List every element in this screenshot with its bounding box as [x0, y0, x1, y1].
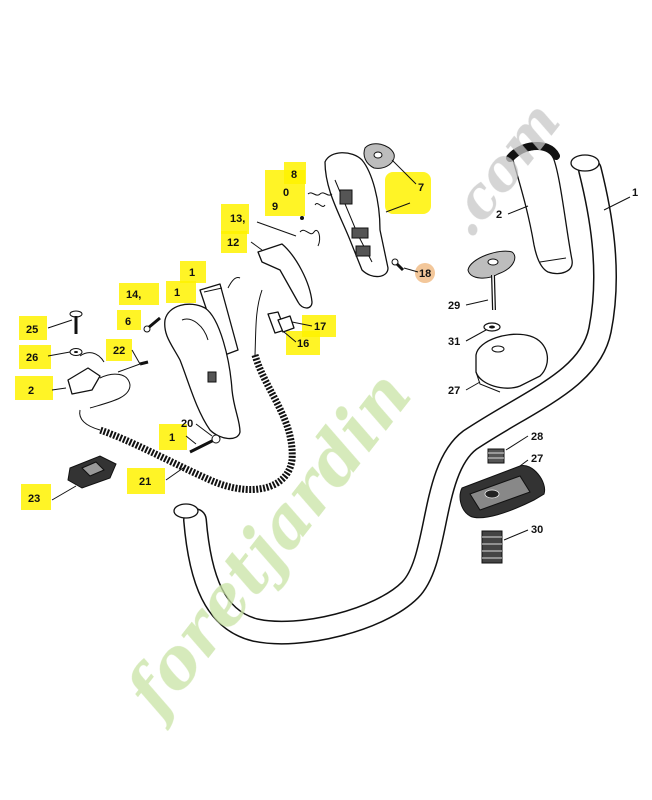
label-16: 16	[297, 338, 309, 350]
switch-part	[267, 311, 295, 334]
label-2-left: 2	[28, 385, 34, 397]
contact-part	[67, 352, 105, 395]
highlight-6	[117, 310, 141, 330]
screw-20-part	[189, 434, 221, 454]
label-26: 26	[26, 352, 38, 364]
spring-group-part	[299, 192, 333, 247]
screw-6-part	[143, 316, 161, 333]
washer-26-part	[69, 348, 83, 356]
label-9: 9	[272, 201, 278, 213]
label-21: 21	[139, 476, 151, 488]
label-20: 20	[181, 418, 193, 430]
label-25: 25	[26, 324, 38, 336]
cable-part	[79, 289, 296, 494]
highlight-12	[221, 231, 247, 253]
part-labels: 1 2 29 31 27 28 27 30 7 8 0 9 13, 12 18 …	[26, 169, 638, 536]
label-1-b: 1	[174, 287, 180, 299]
block-23-part	[67, 455, 117, 489]
label-2-grip: 2	[496, 209, 502, 221]
cap-part	[363, 143, 395, 169]
label-30: 30	[531, 524, 543, 536]
label-28: 28	[531, 431, 543, 443]
highlight-26	[19, 345, 51, 369]
handle-housing-left-part	[164, 303, 241, 440]
watermark-brand: foretjardin	[108, 356, 427, 733]
knob-part	[467, 250, 516, 311]
spring-small-part	[487, 448, 505, 464]
highlight-23	[21, 484, 51, 510]
label-13: 13,	[230, 213, 245, 225]
clamp-top-part	[475, 333, 549, 393]
highlight-2-left	[15, 376, 53, 400]
label-31: 31	[448, 336, 460, 348]
label-29: 29	[448, 300, 460, 312]
highlight-7	[385, 172, 431, 214]
screw-25-part	[69, 310, 83, 334]
label-1-bar: 1	[632, 187, 638, 199]
clamp-bottom-part	[459, 465, 546, 519]
highlight-13	[221, 204, 249, 234]
highlight-21	[127, 468, 165, 494]
label-14: 14,	[126, 289, 141, 301]
highlight-25	[19, 316, 47, 340]
highlight-boxes	[15, 162, 435, 510]
highlight-1-c	[159, 424, 187, 450]
handle-housing-right-part	[324, 152, 389, 278]
label-17: 17	[314, 321, 326, 333]
leader-lines	[47, 159, 631, 541]
highlight-14	[119, 283, 159, 305]
label-8: 8	[291, 169, 297, 181]
label-1-c: 1	[169, 432, 175, 444]
lever-part	[257, 243, 313, 309]
grip-part	[506, 142, 573, 275]
label-23: 23	[28, 493, 40, 505]
label-27-top: 27	[448, 385, 460, 397]
label-12: 12	[227, 237, 239, 249]
wire-part	[89, 360, 149, 409]
label-0: 0	[283, 187, 289, 199]
label-1-a: 1	[189, 267, 195, 279]
highlight-1-a	[180, 261, 206, 283]
highlight-22	[106, 339, 132, 361]
spring-large-part	[481, 530, 503, 564]
highlight-16	[286, 331, 320, 355]
highlight-18	[415, 263, 435, 283]
label-7: 7	[418, 182, 424, 194]
handlebar-part	[173, 154, 618, 645]
label-6: 6	[125, 316, 131, 328]
label-27-bottom: 27	[531, 453, 543, 465]
label-18: 18	[419, 268, 431, 280]
highlight-8	[284, 162, 306, 184]
highlight-1-b	[166, 281, 196, 303]
label-22: 22	[113, 345, 125, 357]
washer-part	[483, 322, 501, 332]
screw-18-part	[391, 258, 405, 272]
